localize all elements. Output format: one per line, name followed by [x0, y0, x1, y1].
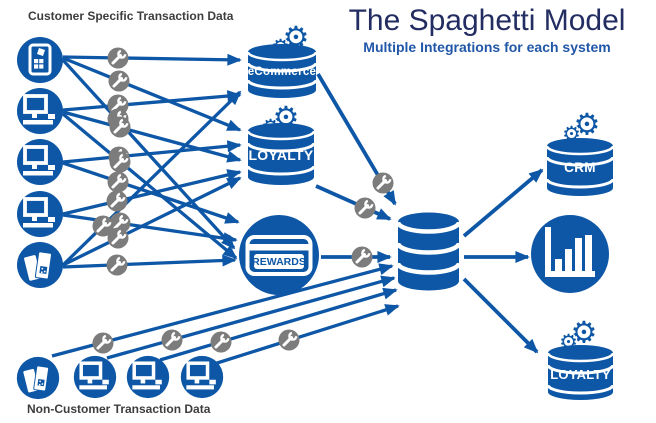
loyalty-database: LOYALTY [246, 100, 316, 185]
ecommerce-database: eCommerce [246, 20, 318, 98]
flow-arrow [62, 176, 242, 267]
flow-arrow [61, 90, 242, 267]
wrench-icon [106, 170, 130, 194]
flow-arrow [62, 213, 238, 245]
wrench-icon [91, 331, 115, 355]
flow-arrow [159, 287, 398, 362]
crm-database: CRM [545, 107, 615, 196]
wrench-icon [209, 330, 233, 354]
loyalty-database-right: LOYALTY [546, 315, 615, 400]
flow-arrow [62, 110, 242, 163]
flow-arrow [62, 254, 237, 269]
flow-arrow [462, 277, 539, 354]
customer-sources-group [15, 35, 65, 289]
wrench-icon [277, 328, 301, 352]
loyalty-label: LOYALTY [248, 147, 313, 163]
pos-terminal-icon [125, 354, 171, 400]
flow-arrow [213, 304, 400, 366]
pos-terminal-icon [15, 86, 65, 136]
wrench-icon [105, 189, 129, 213]
flow-arrow [62, 169, 242, 216]
paper-receipts-icon [16, 241, 64, 289]
flow-arrow [106, 275, 396, 360]
crm-label: CRM [564, 160, 596, 175]
flow-arrow [315, 184, 392, 221]
wrench-icon [105, 253, 129, 277]
customer-group-label: Customer Specific Transaction Data [28, 9, 234, 23]
flow-arrow [61, 112, 238, 260]
wrench-icon [160, 328, 184, 352]
analytics-chart-node [531, 215, 609, 293]
rewards-label: REWARDS [252, 256, 306, 268]
page-title: The Spaghetti Model [349, 4, 626, 37]
wrench-icon [108, 115, 132, 139]
paper-receipts-icon [16, 356, 60, 400]
wrench-icon [106, 226, 130, 250]
wrench-icon [371, 171, 395, 195]
wrench-icon [106, 46, 130, 70]
flow-arrow [62, 56, 242, 132]
pos-terminal-icon [15, 189, 65, 239]
flow-arrow [62, 53, 242, 66]
loyalty-right-label: LOYALTY [550, 367, 611, 382]
pos-terminal-icon [72, 354, 118, 400]
rewards-card: REWARDS [239, 215, 319, 295]
non-customer-sources-group [16, 354, 225, 400]
ecommerce-label: eCommerce [248, 66, 317, 78]
page-subtitle: Multiple Integrations for each system [363, 39, 610, 55]
wrench-icon [107, 69, 131, 93]
hub-database [395, 212, 462, 291]
non-customer-group-label: Non-Customer Transaction Data [27, 402, 211, 416]
mobile-coupon-icon [15, 35, 65, 85]
pos-terminal-icon [179, 354, 225, 400]
flow-arrow [462, 168, 544, 238]
wrench-icon [353, 196, 377, 220]
wrench-icon [108, 150, 132, 174]
flow-arrow [62, 90, 242, 112]
flow-arrow [62, 140, 242, 164]
wrench-icon [350, 245, 374, 269]
pos-terminal-icon [15, 137, 65, 187]
